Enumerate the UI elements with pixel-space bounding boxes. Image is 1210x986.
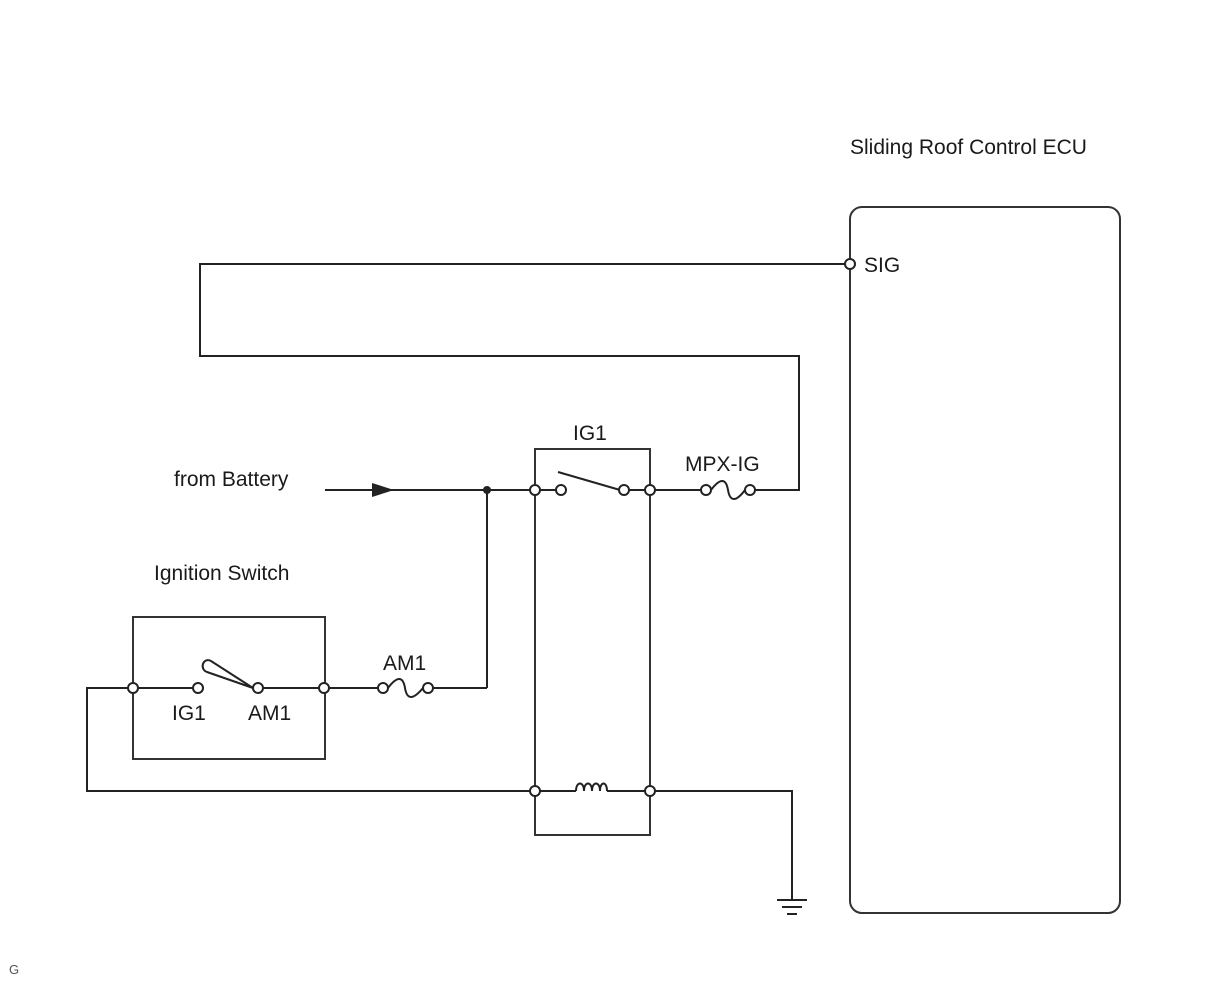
- switch-terminal-left: [127, 682, 139, 694]
- ig1-to-coil-wire: [86, 687, 530, 792]
- relay-terminal-out: [644, 484, 656, 496]
- relay-coil-icon: [575, 782, 608, 792]
- sig-wire: [199, 263, 845, 491]
- relay-contact-right: [618, 484, 630, 496]
- footer-code: G: [9, 962, 19, 977]
- mpx-ig-fuse-terminal-right: [744, 484, 756, 496]
- ground-wire: [655, 790, 793, 900]
- am1-fuse-icon: [387, 678, 424, 698]
- mpx-ig-fuse-label: MPX-IG: [685, 453, 760, 476]
- relay-contact-arm: [557, 471, 621, 491]
- switch-ig1-contact: [192, 682, 204, 694]
- ignition-key-icon: [201, 659, 254, 689]
- switch-ig1-label: IG1: [172, 702, 206, 725]
- relay-terminal-in: [529, 484, 541, 496]
- battery-arrow-icon: [372, 483, 394, 497]
- ignition-switch-title: Ignition Switch: [154, 562, 289, 585]
- switch-am1-contact: [252, 682, 264, 694]
- ecu-sig-terminal: [844, 258, 856, 270]
- mpx-ig-fuse-icon: [710, 480, 746, 500]
- battery-label: from Battery: [174, 468, 289, 491]
- ecu-box: [849, 206, 1121, 914]
- am1-fuse-label: AM1: [383, 652, 426, 675]
- coil-terminal-right: [644, 785, 656, 797]
- switch-terminal-right: [318, 682, 330, 694]
- ig1-relay-box: [534, 448, 651, 836]
- ecu-title: Sliding Roof Control ECU: [850, 136, 1087, 159]
- ig1-relay-label: IG1: [573, 422, 607, 445]
- relay-contact-left: [555, 484, 567, 496]
- coil-terminal-left: [529, 785, 541, 797]
- switch-am1-label: AM1: [248, 702, 291, 725]
- am1-fuse-terminal-left: [377, 682, 389, 694]
- ecu-sig-label: SIG: [864, 254, 900, 277]
- mpx-ig-fuse-terminal-left: [700, 484, 712, 496]
- am1-fuse-terminal-right: [422, 682, 434, 694]
